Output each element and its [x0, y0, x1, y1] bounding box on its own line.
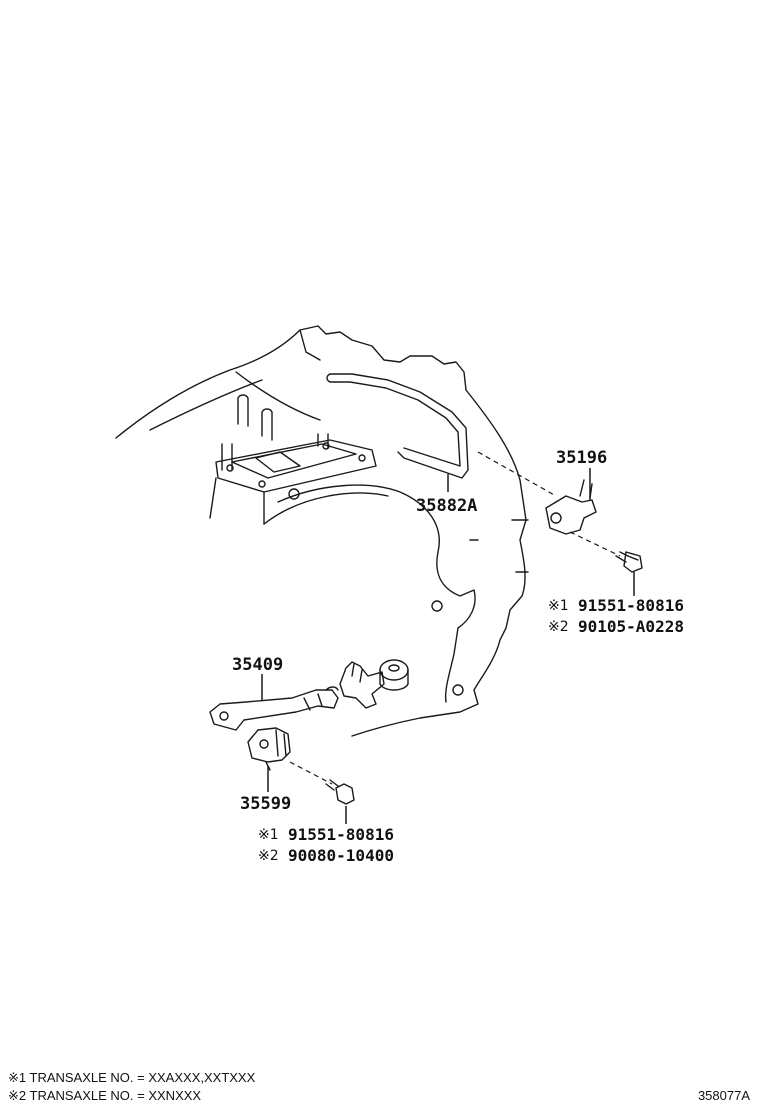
breather-tube-35882a — [326, 373, 469, 479]
bolt-left-drawing — [325, 779, 355, 805]
note-mark-1: ※1 — [548, 598, 569, 614]
callout-35409[interactable]: 35409 — [232, 655, 283, 675]
leader-lines — [261, 468, 635, 824]
callout-bolt-left-2[interactable]: 90080-10400 — [288, 846, 394, 865]
note-mark-2: ※2 — [258, 848, 279, 864]
callout-35882a[interactable]: 35882A — [416, 496, 477, 516]
bracket-35599-drawing — [247, 727, 291, 771]
bolt-right-drawing — [615, 551, 643, 573]
callout-bolt-right-2[interactable]: 90105-A0228 — [578, 617, 684, 636]
callout-bolt-right-1[interactable]: 91551-80816 — [578, 596, 684, 615]
callout-35196[interactable]: 35196 — [556, 448, 607, 468]
footnote-transaxle-2: ※2 TRANSAXLE NO. = XXNXXX — [8, 1088, 201, 1103]
callout-bolt-left-1[interactable]: 91551-80816 — [288, 825, 394, 844]
note-mark-2: ※2 — [548, 619, 569, 635]
clamp-35196-drawing — [545, 479, 597, 535]
assembly-dash-lines — [289, 451, 621, 785]
note-mark-1: ※1 — [258, 827, 279, 843]
detent-bracket-drawing — [339, 659, 409, 709]
diagram-code: 358077A — [698, 1088, 750, 1103]
shift-lever-35409-drawing — [209, 686, 339, 731]
callout-35599[interactable]: 35599 — [240, 794, 291, 814]
footnote-transaxle-1: ※1 TRANSAXLE NO. = XXAXXX,XXTXXX — [8, 1070, 256, 1085]
transaxle-housing-drawing — [115, 325, 529, 737]
